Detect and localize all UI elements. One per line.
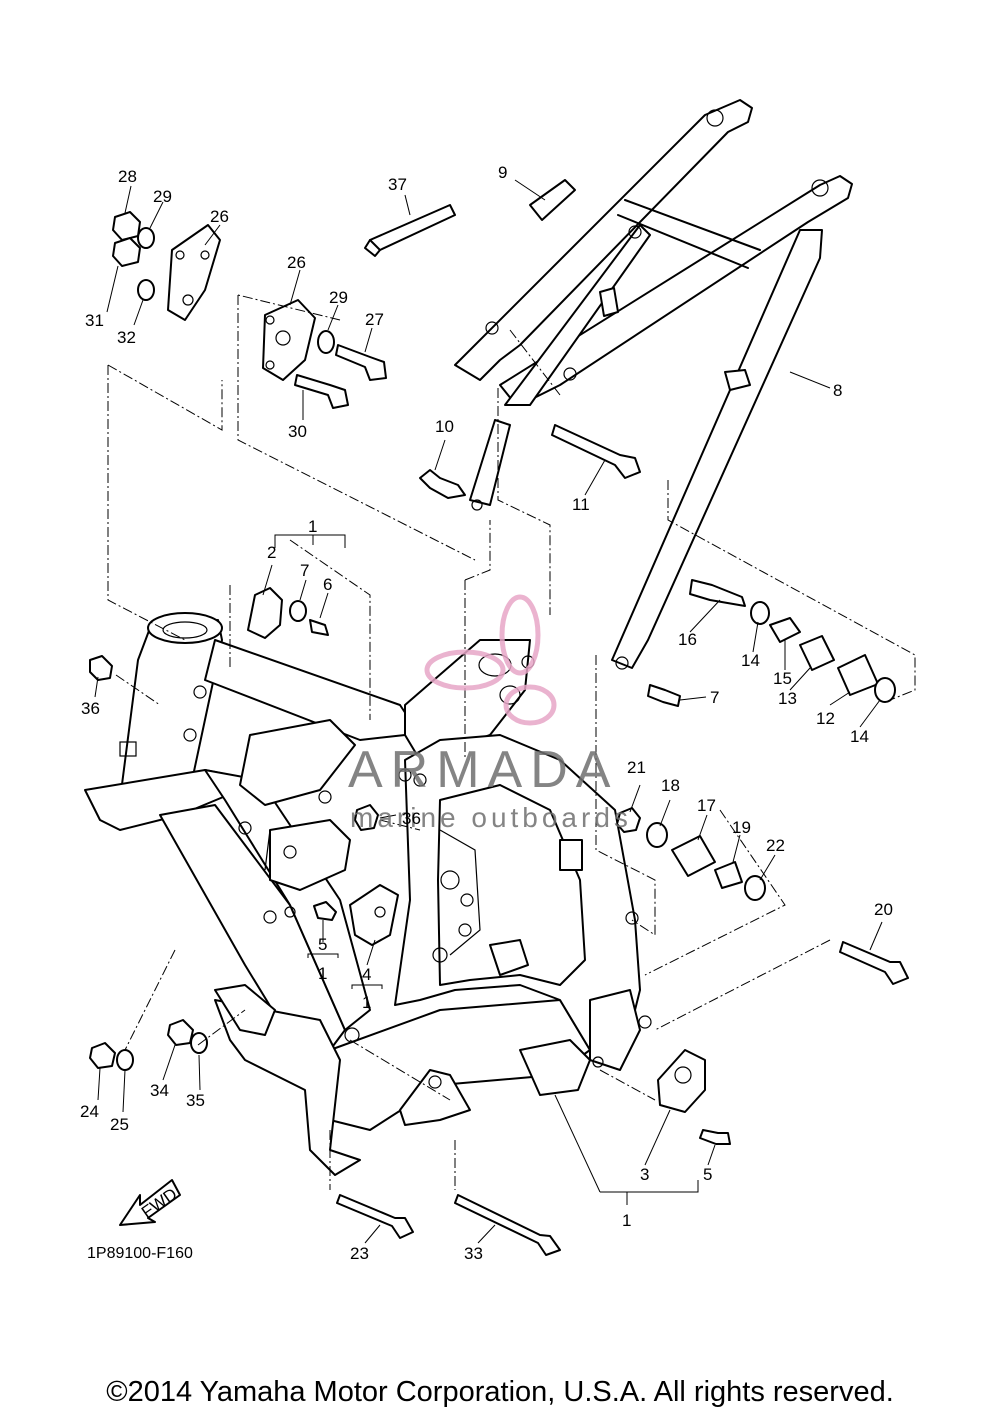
callout-16: 16 bbox=[678, 630, 697, 649]
callout-34: 34 bbox=[150, 1081, 169, 1100]
callout-13: 13 bbox=[778, 689, 797, 708]
copyright-notice: ©2014 Yamaha Motor Corporation, U.S.A. A… bbox=[106, 1376, 894, 1408]
callout-24: 24 bbox=[80, 1102, 99, 1121]
callout-22: 22 bbox=[766, 836, 785, 855]
callout-1: 1 bbox=[362, 993, 371, 1012]
callout-10: 10 bbox=[435, 417, 454, 436]
callout-1: 1 bbox=[308, 517, 317, 536]
watermark-tagline: marine outboards bbox=[350, 802, 632, 833]
callout-30: 30 bbox=[288, 422, 307, 441]
callout-36: 36 bbox=[402, 809, 421, 828]
callout-7: 7 bbox=[710, 688, 719, 707]
callout-9: 9 bbox=[498, 163, 507, 182]
assembly-lines bbox=[107, 294, 916, 1190]
rear-subframe bbox=[454, 99, 853, 670]
callout-11: 11 bbox=[572, 495, 590, 514]
callout-1: 1 bbox=[318, 964, 327, 983]
callout-25: 25 bbox=[110, 1115, 129, 1134]
callout-29: 29 bbox=[329, 288, 348, 307]
armada-logo-icon bbox=[424, 594, 557, 726]
small-parts bbox=[89, 179, 909, 1256]
callout-2: 2 bbox=[267, 543, 276, 562]
watermark-brand: ARMADA bbox=[348, 741, 618, 799]
callout-3: 3 bbox=[640, 1165, 649, 1184]
callout-6: 6 bbox=[323, 575, 332, 594]
callout-19: 19 bbox=[732, 818, 751, 837]
callout-4: 4 bbox=[362, 965, 371, 984]
fwd-arrow: FWD bbox=[119, 1179, 181, 1226]
callout-labels: 1 1 1 1 2 3 4 5 5 6 7 7 8 9 10 11 12 13 … bbox=[80, 163, 893, 1263]
callout-33: 33 bbox=[464, 1244, 483, 1263]
callout-5: 5 bbox=[318, 935, 327, 954]
callout-21: 21 bbox=[627, 758, 646, 777]
callout-32: 32 bbox=[117, 328, 136, 347]
main-frame bbox=[84, 612, 652, 1176]
callout-5: 5 bbox=[703, 1165, 712, 1184]
callout-14: 14 bbox=[850, 727, 869, 746]
callout-14: 14 bbox=[741, 651, 760, 670]
callout-31: 31 bbox=[85, 311, 104, 330]
callout-36: 36 bbox=[81, 699, 100, 718]
callout-37: 37 bbox=[388, 175, 407, 194]
callout-1: 1 bbox=[622, 1211, 631, 1230]
callout-23: 23 bbox=[350, 1244, 369, 1263]
callout-17: 17 bbox=[697, 796, 716, 815]
callout-12: 12 bbox=[816, 709, 835, 728]
callout-29: 29 bbox=[153, 187, 172, 206]
diagram-code: 1P89100-F160 bbox=[87, 1245, 193, 1262]
callout-8: 8 bbox=[833, 381, 842, 400]
armada-watermark: ARMADA marine outboards bbox=[348, 594, 632, 833]
callout-27: 27 bbox=[365, 310, 384, 329]
callout-26: 26 bbox=[287, 253, 306, 272]
callout-18: 18 bbox=[661, 776, 680, 795]
leader-lines bbox=[94, 179, 883, 1244]
callout-35: 35 bbox=[186, 1091, 205, 1110]
callout-28: 28 bbox=[118, 167, 137, 186]
callout-15: 15 bbox=[773, 669, 792, 688]
callout-26: 26 bbox=[210, 207, 229, 226]
callout-7: 7 bbox=[300, 561, 309, 580]
callout-20: 20 bbox=[874, 900, 893, 919]
